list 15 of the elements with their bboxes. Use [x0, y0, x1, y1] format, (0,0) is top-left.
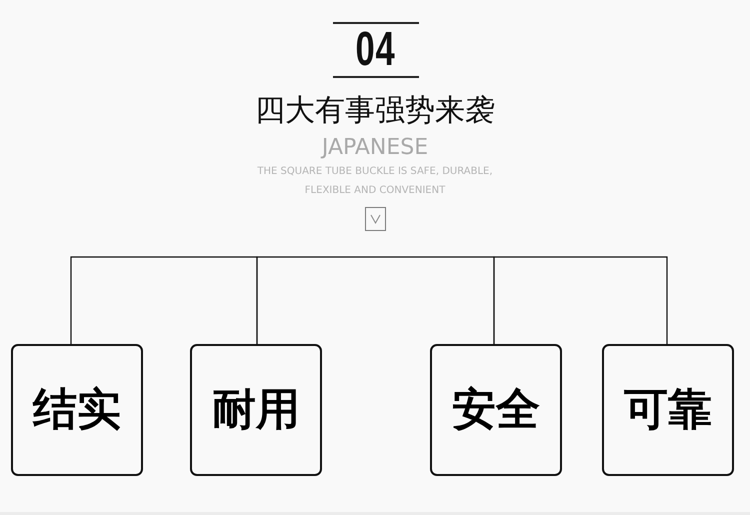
feature-box: [602, 344, 734, 476]
feature-label: 可靠: [624, 386, 712, 434]
feature-box: [430, 344, 562, 476]
heading-text: 四大有事强势来袭: [254, 93, 496, 129]
connector-line: [256, 256, 495, 344]
feature-label: 结实: [33, 386, 121, 434]
connector-line: [70, 256, 258, 344]
feature-box: [190, 344, 322, 476]
eyebrow-text: JAPANESE: [320, 135, 430, 161]
connector-line: [493, 256, 668, 344]
feature-label: 耐用: [212, 386, 300, 434]
section-number: 04: [354, 24, 396, 76]
feature-label: 安全: [452, 386, 540, 434]
feature-box: [11, 344, 143, 476]
tagline-text: THE SQUARE TUBE BUCKLE IS SAFE, DURABLE, FLEXIBLE AND CONVENIENT: [256, 165, 494, 198]
